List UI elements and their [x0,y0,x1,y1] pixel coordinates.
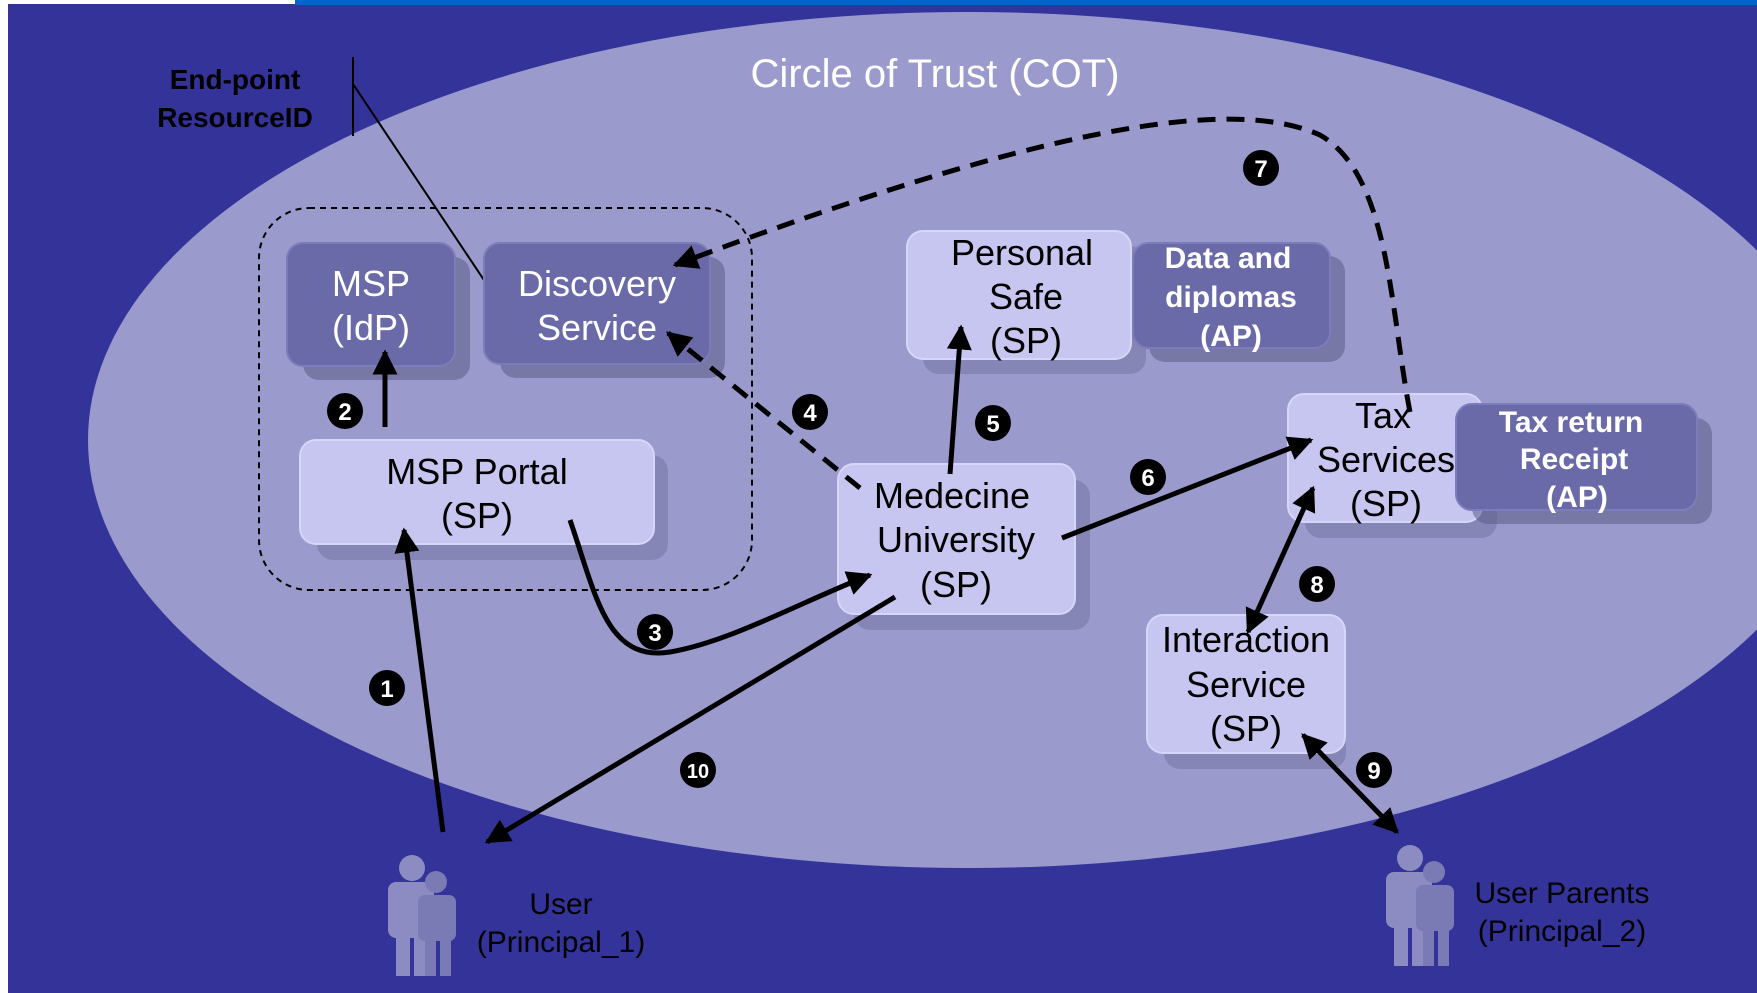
data-diplomas-label-line3: (AP) [1200,320,1262,353]
step-4-badge: 4 [792,394,828,430]
msp-portal-node[interactable]: MSP Portal (SP) [299,439,668,560]
svg-text:2: 2 [338,399,351,426]
callout-endpoint: End-point [170,64,301,95]
svg-text:1: 1 [380,676,393,703]
tax-services-label-line3: (SP) [1350,483,1422,524]
step-2-badge: 2 [327,393,363,429]
tax-services-label-line2: Services [1317,439,1455,480]
svg-text:7: 7 [1254,156,1267,183]
tax-return-label-line2: Receipt [1520,443,1628,476]
tax-return-label-line1: Tax return [1499,406,1643,439]
medecine-label-line1: Medecine [874,475,1030,516]
msp-group-boundary [258,207,753,591]
svg-text:6: 6 [1141,465,1154,492]
arrow-10 [484,594,897,845]
user-principal-2-label-line1: User Parents [1474,877,1649,910]
tax-services-node[interactable]: Tax Services (SP) [1287,393,1497,538]
user-icon [388,855,456,976]
arrow-9 [1301,733,1399,834]
arrow-4 [666,331,862,490]
data-diplomas-node[interactable]: Data and diplomas (AP) [1132,242,1345,362]
discovery-label-line2: Service [537,307,657,348]
msp-idp-label-line1: MSP [332,263,410,304]
user-parents-icon [1386,845,1454,966]
medecine-label-line3: (SP) [920,564,992,605]
svg-text:4: 4 [803,400,817,427]
arrow-1 [394,527,446,833]
top-strip-white [0,0,295,4]
arrow-3 [567,519,873,656]
personal-safe-label-line3: (SP) [990,320,1062,361]
data-diplomas-label-line2: diplomas [1165,281,1297,314]
interaction-label-line2: Service [1186,664,1306,705]
step-7-badge: 7 [1243,150,1279,186]
tax-return-label-line3: (AP) [1546,481,1608,514]
step-9-badge: 9 [1356,752,1392,788]
interaction-label-line1: Interaction [1162,619,1330,660]
tax-return-receipt-node[interactable]: Tax return Receipt (AP) [1455,403,1712,524]
interaction-service-node[interactable]: Interaction Service (SP) [1146,614,1346,769]
cot-title: Circle of Trust (COT) [751,52,1120,96]
medecine-university-node[interactable]: Medecine University (SP) [837,463,1090,630]
tax-services-label-line1: Tax [1355,395,1411,436]
step-3-badge: 3 [637,614,673,650]
personal-safe-label-line2: Safe [989,276,1063,317]
medecine-label-line2: University [877,519,1035,560]
svg-text:10: 10 [687,761,709,783]
flow-arrows [372,116,1413,845]
top-strip-blue [295,0,1757,5]
msp-idp-node[interactable]: MSP (IdP) [286,242,470,380]
user-principal-1-label-line1: User [529,888,592,921]
left-edge [0,0,8,993]
msp-portal-label-line2: (SP) [441,495,513,536]
svg-text:8: 8 [1310,572,1323,599]
arrow-6 [1061,436,1314,541]
personal-safe-node[interactable]: Personal Safe (SP) [906,230,1146,374]
msp-idp-label-line2: (IdP) [332,307,410,348]
step-6-badge: 6 [1130,459,1166,495]
msp-portal-label-line1: MSP Portal [386,451,567,492]
discovery-service-node[interactable]: Discovery Service [483,242,725,378]
arrow-8 [1245,485,1316,635]
arrow-7 [672,116,1413,413]
user-principal-1-label-line2: (Principal_1) [477,926,645,959]
svg-text:5: 5 [986,411,999,438]
step-5-badge: 5 [975,405,1011,441]
svg-text:9: 9 [1367,758,1380,785]
step-1-badge: 1 [369,670,405,706]
svg-text:3: 3 [648,620,661,647]
step-8-badge: 8 [1299,566,1335,602]
callout-resourceid: ResourceID [157,102,313,133]
personal-safe-label-line1: Personal [951,232,1093,273]
step-10-badge: 10 [680,752,716,788]
data-diplomas-label-line1: Data and [1165,242,1292,275]
discovery-label-line1: Discovery [518,263,676,304]
arrow-5 [946,324,972,475]
user-principal-2-label-line2: (Principal_2) [1478,915,1646,948]
interaction-label-line3: (SP) [1210,708,1282,749]
